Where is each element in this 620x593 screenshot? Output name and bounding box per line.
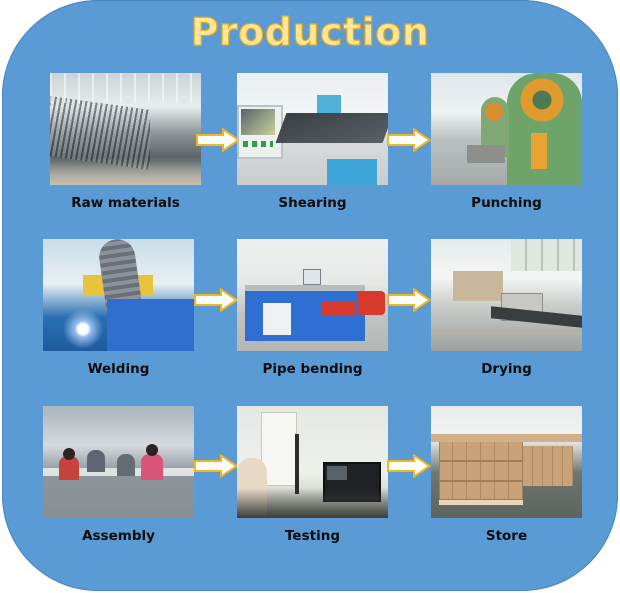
step-label: Assembly [82, 528, 155, 544]
step-label: Drying [481, 361, 532, 377]
right-arrow-icon [194, 454, 238, 478]
laser-cutting-machine-photo [237, 73, 388, 185]
welding-station-with-fume-extractor-photo [43, 239, 194, 351]
right-arrow-icon [387, 128, 431, 152]
drying-oven-conveyor-photo [431, 239, 582, 351]
right-arrow-icon [387, 288, 431, 312]
right-arrow-icon [196, 128, 240, 152]
optical-testing-station-photo [237, 406, 388, 518]
steel-pipe-stockpile-photo [50, 73, 201, 185]
page-title: Production [190, 9, 430, 54]
step-label: Pipe bending [262, 361, 363, 377]
warehouse-boxed-pallets-photo [431, 406, 582, 518]
pipe-bending-machine-photo [237, 239, 388, 351]
step-label: Store [485, 528, 528, 544]
step-label: Testing [285, 528, 340, 544]
punch-press-machines-photo [431, 73, 582, 185]
right-arrow-icon [387, 454, 431, 478]
step-label: Shearing [278, 195, 347, 211]
step-label: Welding [87, 361, 150, 377]
assembly-line-workers-photo [43, 406, 194, 518]
step-label: Raw materials [71, 195, 180, 211]
step-label: Punching [471, 195, 542, 211]
right-arrow-icon [194, 288, 238, 312]
